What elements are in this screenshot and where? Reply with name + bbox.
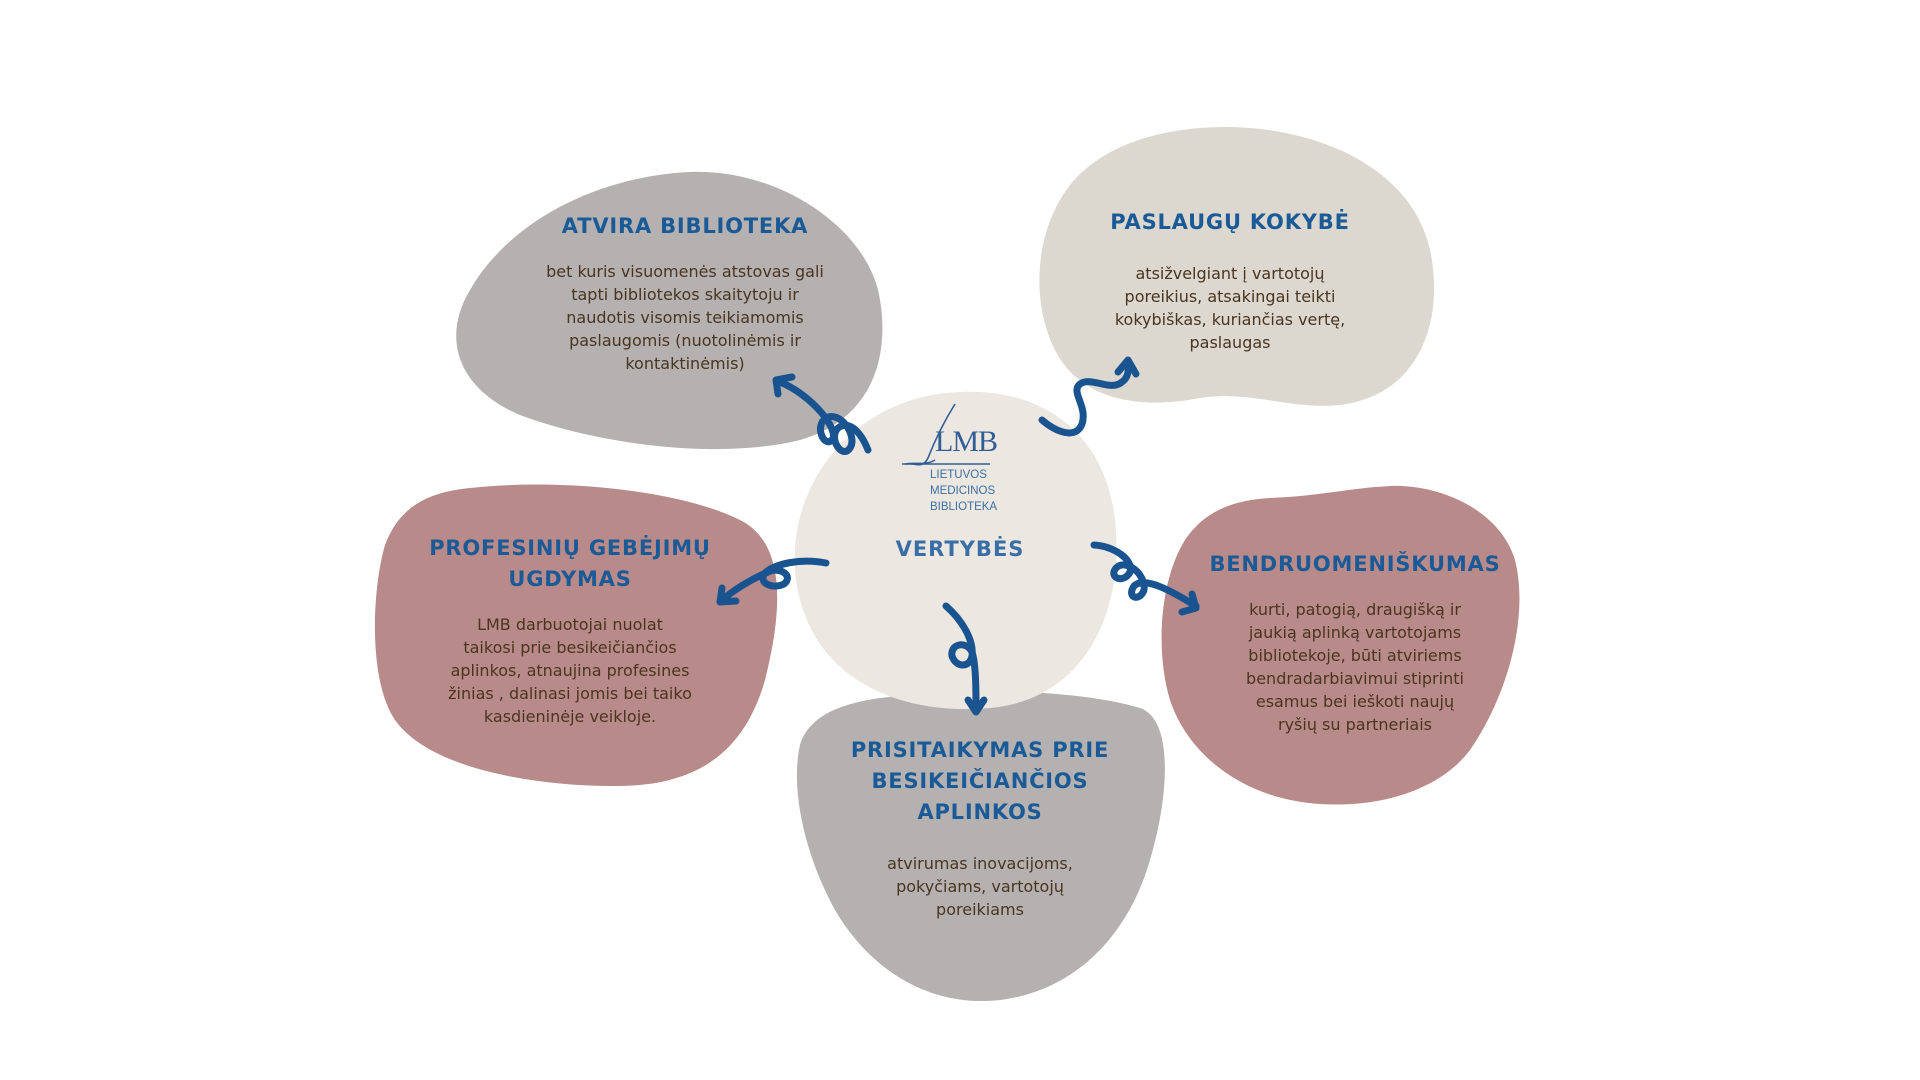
title-line: APLINKOS [917, 800, 1043, 824]
desc-line: kasdieninėje veikloje. [483, 707, 657, 726]
desc-line: aplinkos, atnaujina profesines [450, 661, 690, 680]
lmb-logo-letters: LMB [935, 425, 998, 459]
title-line: PROFESINIŲ GEBĖJIMŲ [429, 536, 711, 560]
desc-line: naudotis visomis teikiamomis [566, 308, 804, 327]
value-description: atvirumas inovacijoms, pokyčiams, vartot… [815, 852, 1145, 921]
desc-line: paslaugomis (nuotolinėmis ir [569, 331, 801, 350]
desc-line: tapti bibliotekos skaitytoju ir [571, 285, 799, 304]
logo-line: BIBLIOTEKA [930, 501, 998, 513]
desc-line: poreikiams [936, 900, 1024, 919]
blob-paslaugu-kokybe [1039, 127, 1435, 406]
blob-bendruomeniskumas [1161, 485, 1520, 805]
desc-line: esamus bei ieškoti naujų [1255, 692, 1455, 711]
desc-line: ryšių su partneriais [1277, 715, 1433, 734]
title-line: ATVIRA BIBLIOTEKA [561, 214, 809, 238]
logo-line: MEDICINOS [930, 485, 996, 497]
value-description: atsižvelgiant į vartotojų poreikius, ats… [1060, 262, 1400, 354]
logo-caption: LIETUVOS MEDICINOS BIBLIOTEKA [930, 467, 997, 515]
title-line: PRISITAIKYMAS PRIE [850, 738, 1110, 762]
title-line: UGDYMAS [508, 567, 632, 591]
value-title: PRISITAIKYMAS PRIE BESIKEIČIANČIOS APLIN… [815, 735, 1145, 828]
desc-line: kontaktinėmis) [625, 354, 745, 373]
blob-center-vertybes [794, 391, 1117, 710]
desc-line: LMB darbuotojai nuolat [477, 615, 663, 634]
desc-line: pokyčiams, vartotojų [896, 877, 1064, 896]
arrow-to-atvira-biblioteka [772, 373, 872, 455]
value-card-prisitaikymas: PRISITAIKYMAS PRIE BESIKEIČIANČIOS APLIN… [815, 735, 1145, 921]
value-card-paslaugu-kokybe: PASLAUGŲ KOKYBĖ atsižvelgiant į vartotoj… [1060, 207, 1400, 354]
blob-prisitaikymas [796, 691, 1165, 1002]
desc-line: kokybiškas, kuriančias vertę, [1114, 310, 1346, 329]
desc-line: poreikius, atsakingai teikti [1124, 287, 1336, 306]
arrow-to-bendruomeniskumas [1090, 541, 1200, 616]
desc-line: paslaugas [1189, 333, 1271, 352]
arrow-to-profesiniu-gebejimu [716, 557, 830, 606]
arrow-to-prisitaikymas [942, 602, 988, 716]
blob-profesiniu-gebejimu [374, 484, 778, 787]
value-title: ATVIRA BIBLIOTEKA [505, 211, 865, 242]
desc-line: jaukią aplinką vartotojams [1248, 623, 1462, 642]
desc-line: žinias , dalinasi jomis bei taiko [448, 684, 692, 703]
desc-line: bendradarbiavimui stiprinti [1246, 669, 1464, 688]
value-card-bendruomeniskumas: BENDRUOMENIŠKUMAS kurti, patogią, draugi… [1195, 549, 1515, 736]
value-title: BENDRUOMENIŠKUMAS [1195, 549, 1515, 580]
desc-line: bet kuris visuomenės atstovas gali [546, 262, 824, 281]
title-line: BENDRUOMENIŠKUMAS [1209, 552, 1501, 576]
lmb-logo-icon [902, 403, 990, 466]
value-description: bet kuris visuomenės atstovas gali tapti… [505, 260, 865, 375]
desc-line: atsižvelgiant į vartotojų [1135, 264, 1325, 283]
title-line: BESIKEIČIANČIOS [871, 769, 1089, 793]
value-card-profesiniu-gebejimu: PROFESINIŲ GEBĖJIMŲ UGDYMAS LMB darbuoto… [400, 533, 740, 728]
title-line: PASLAUGŲ KOKYBĖ [1110, 210, 1350, 234]
value-description: kurti, patogią, draugišką ir jaukią apli… [1195, 598, 1515, 736]
center-title: VERTYBĖS [895, 537, 1025, 561]
value-title: PROFESINIŲ GEBĖJIMŲ UGDYMAS [400, 533, 740, 595]
value-title: PASLAUGŲ KOKYBĖ [1060, 207, 1400, 238]
arrow-to-paslaugu-kokybe [1038, 356, 1140, 437]
desc-line: taikosi prie besikeičiančios [463, 638, 677, 657]
logo-mark-text: LMB [935, 425, 998, 458]
desc-line: atvirumas inovacijoms, [887, 854, 1073, 873]
desc-line: kurti, patogią, draugišką ir [1249, 600, 1461, 619]
desc-line: bibliotekoje, būti atviriems [1248, 646, 1462, 665]
value-card-atvira-biblioteka: ATVIRA BIBLIOTEKA bet kuris visuomenės a… [505, 211, 865, 375]
logo-line: LIETUVOS [930, 469, 987, 481]
value-description: LMB darbuotojai nuolat taikosi prie besi… [400, 613, 740, 728]
